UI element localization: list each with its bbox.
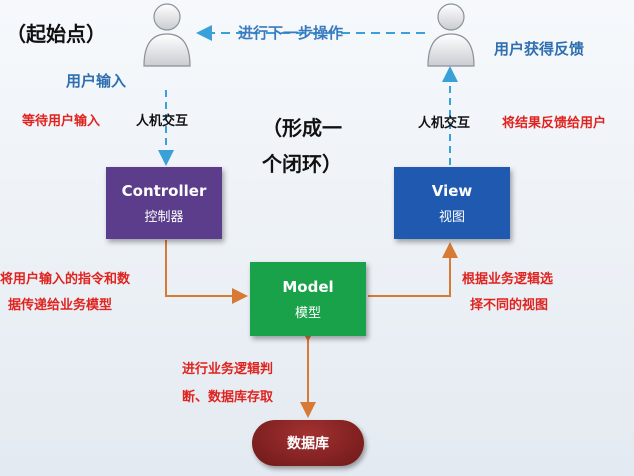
closed-loop-line1: （形成一 [262,116,342,140]
user-icon-right [427,3,475,67]
view-box: View 视图 [394,167,510,239]
ctrl-to-model-line2: 据传递给业务模型 [8,298,113,313]
model-to-view-line2: 择不同的视图 [470,298,549,313]
feedback-result-label: 将结果反馈给用户 [502,116,607,131]
view-subtitle: 视图 [438,209,465,225]
closed-loop-line2: 个闭环） [262,152,342,176]
hci-left-label: 人机交互 [136,114,189,129]
user-input-label: 用户输入 [66,72,127,90]
database-title: 数据库 [287,436,329,452]
model-db-line2: 断、数据库存取 [182,390,274,405]
model-title: Model [282,277,334,296]
controller-box: Controller 控制器 [106,167,222,239]
model-subtitle: 模型 [294,305,321,321]
controller-title: Controller [121,181,207,200]
database-box: 数据库 [252,420,364,466]
model-to-view-line1: 根据业务逻辑选 [462,272,554,287]
controller-to-model-arrow [165,240,248,304]
view-title: View [431,181,473,200]
user-icon-left [143,3,191,67]
wait-input-label: 等待用户输入 [22,114,101,129]
model-to-view-arrow [368,242,458,297]
model-db-line1: 进行业务逻辑判 [182,362,274,377]
next-step-label: 进行下一步操作 [238,24,344,42]
model-box: Model 模型 [250,262,366,336]
start-label: （起始点） [6,22,106,46]
controller-subtitle: 控制器 [144,209,184,225]
hci-right-label: 人机交互 [418,116,471,131]
user-feedback-label: 用户获得反馈 [494,40,585,58]
ctrl-to-model-line1: 将用户输入的指令和数 [0,272,131,287]
